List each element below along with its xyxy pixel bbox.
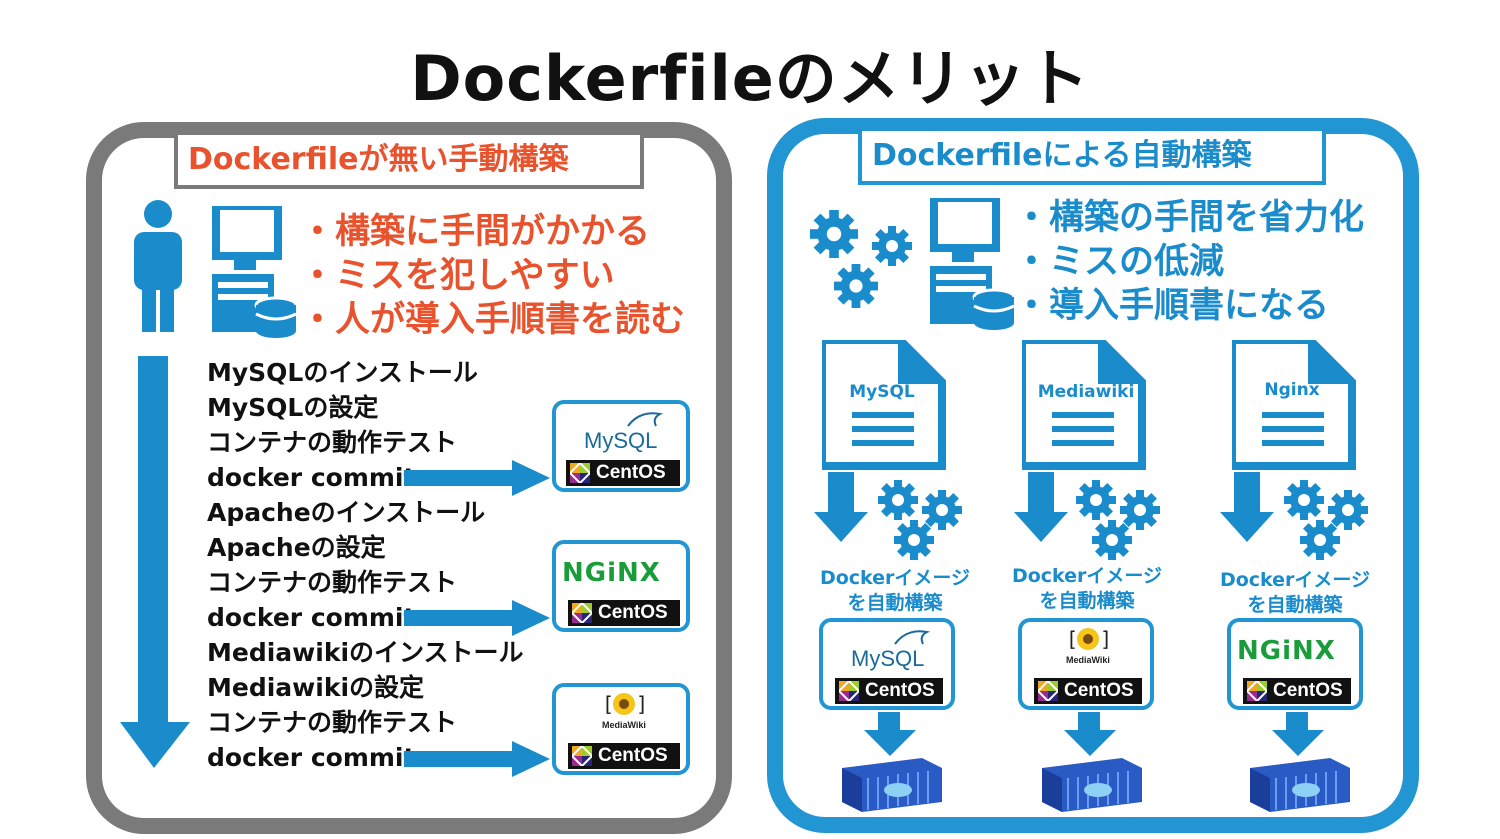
computer-icon — [930, 198, 1020, 330]
centos-logo: CentOS — [835, 678, 943, 704]
drawback-item: ・ミスを犯しやすい — [300, 256, 615, 296]
centos-icon — [572, 746, 592, 766]
build-caption: Dockerイメージ を自動構築 — [1219, 569, 1371, 616]
drawback-item: ・構築に手間がかかる — [300, 212, 651, 252]
benefit-item: ・構築の手間を省力化 — [1014, 198, 1365, 238]
svg-text:]: ] — [1100, 627, 1110, 651]
build-caption: Dockerイメージ を自動構築 — [1011, 565, 1163, 612]
nginx-logo: NGiNX — [1237, 636, 1336, 666]
mysql-logo: MySQL — [584, 428, 658, 453]
centos-icon — [1038, 681, 1058, 701]
step-item: コンテナの動作テスト — [207, 708, 458, 737]
step-item: docker commit — [207, 603, 416, 632]
gears-icon — [1284, 480, 1368, 560]
down-arrow-icon — [864, 712, 916, 756]
dolphin-icon — [894, 630, 931, 645]
commit-arrow-icon — [404, 600, 550, 636]
mysql-centos-image: MySQL CentOS — [552, 400, 690, 492]
step-item: Apacheのインストール — [207, 498, 486, 527]
auto-benefits-list: ・構築の手間を省力化 ・ミスの低減 ・導入手順書になる — [1014, 196, 1364, 328]
dockerfile-document-icon — [822, 340, 946, 470]
person-icon — [134, 200, 182, 332]
mysql-centos-image: MySQL CentOS — [819, 618, 955, 710]
centos-icon — [1247, 681, 1267, 701]
commit-arrow-icon — [404, 460, 550, 496]
manual-steps-list: MySQLのインストール MySQLの設定 コンテナの動作テスト docker … — [207, 355, 524, 775]
nginx-centos-image: NGiNX CentOS — [1227, 618, 1363, 710]
step-item: Mediawikiの設定 — [207, 673, 425, 702]
timeline-arrow-icon — [120, 356, 190, 768]
step-item: docker commit — [207, 743, 416, 772]
step-item: コンテナの動作テスト — [207, 568, 458, 597]
manual-build-heading: Dockerfileが無い手動構築 — [174, 131, 644, 189]
mediawiki-centos-image: [ ] MediaWiki CentOS — [1018, 618, 1154, 710]
computer-icon — [212, 206, 302, 338]
mysql-logo: MySQL — [851, 646, 925, 671]
nginx-centos-image: NGiNX CentOS — [552, 540, 690, 632]
nginx-logo: NGiNX — [562, 558, 661, 588]
container-icon — [1042, 758, 1143, 813]
svg-text:[: [ — [1066, 627, 1078, 651]
dockerfile-label: Mediawiki — [1037, 382, 1135, 402]
svg-text:[: [ — [602, 692, 614, 716]
gears-icon — [878, 480, 962, 560]
auto-build-heading: Dockerfileによる自動構築 — [858, 127, 1326, 185]
mediawiki-logo: MediaWiki — [602, 720, 646, 730]
step-item: Apacheの設定 — [207, 533, 386, 562]
centos-logo: CentOS — [566, 460, 680, 486]
step-item: コンテナの動作テスト — [207, 428, 458, 457]
benefit-item: ・ミスの低減 — [1014, 242, 1225, 282]
down-arrow-icon — [814, 472, 868, 542]
centos-logo: CentOS — [1034, 678, 1142, 704]
dockerfile-document-icon — [1022, 340, 1146, 470]
centos-icon — [572, 603, 592, 623]
dockerfile-label: MySQL — [849, 382, 915, 402]
svg-text:]: ] — [636, 692, 646, 716]
step-item: Mediawikiのインストール — [207, 638, 524, 667]
sunflower-icon: [ ] — [602, 692, 646, 716]
mediawiki-logo: MediaWiki — [1066, 655, 1110, 665]
centos-logo: CentOS — [1243, 678, 1351, 704]
dockerfile-document-icon — [1232, 340, 1356, 470]
centos-logo: CentOS — [568, 743, 680, 769]
centos-icon — [839, 681, 859, 701]
sunflower-icon: [ ] — [1066, 627, 1110, 651]
down-arrow-icon — [1220, 472, 1274, 542]
drawback-item: ・人が導入手順書を読む — [300, 300, 686, 340]
down-arrow-icon — [1272, 712, 1324, 756]
commit-arrow-icon — [404, 741, 550, 777]
page-title: Dockerfileのメリット — [410, 42, 1090, 115]
build-caption: Dockerイメージ を自動構築 — [819, 567, 971, 614]
dockerfile-label: Nginx — [1264, 380, 1320, 400]
container-icon — [1250, 758, 1351, 813]
centos-logo: CentOS — [568, 600, 680, 626]
step-item: docker commit — [207, 463, 416, 492]
step-item: MySQLの設定 — [207, 393, 379, 422]
benefit-item: ・導入手順書になる — [1014, 286, 1330, 326]
gears-icon — [810, 210, 912, 308]
dolphin-icon — [627, 412, 664, 427]
down-arrow-icon — [1064, 712, 1116, 756]
manual-drawbacks-list: ・構築に手間がかかる ・ミスを犯しやすい ・人が導入手順書を読む — [300, 210, 685, 342]
centos-icon — [570, 463, 590, 483]
down-arrow-icon — [1014, 472, 1068, 542]
gears-icon — [1076, 480, 1160, 560]
container-icon — [842, 758, 943, 813]
mediawiki-centos-image: [ ] MediaWiki CentOS — [552, 683, 690, 775]
step-item: MySQLのインストール — [207, 358, 478, 387]
